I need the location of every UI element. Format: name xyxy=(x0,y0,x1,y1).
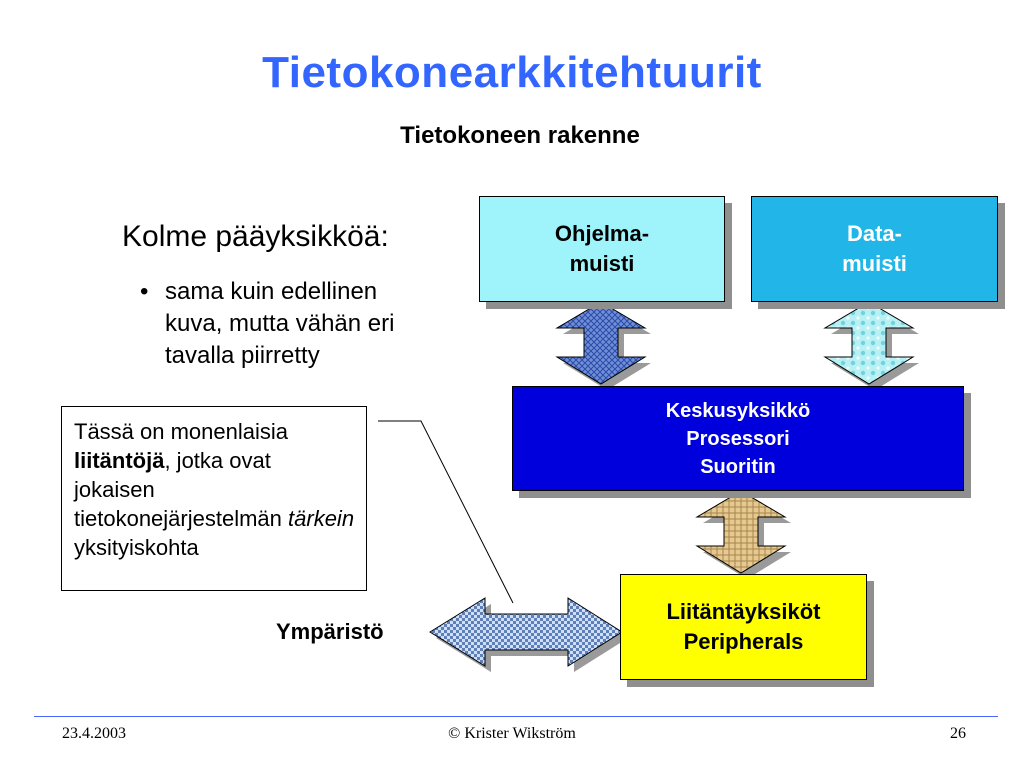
data-memory-label-1: Data- xyxy=(846,221,902,246)
footer-divider xyxy=(34,716,998,717)
program-memory-label-2: muisti xyxy=(569,251,635,276)
callout-text-1: Tässä on monenlaisia xyxy=(74,419,289,444)
callout-text-3: yksityiskohta xyxy=(74,535,199,560)
callout-box: Tässä on monenlaisia liitäntöjä, jotka o… xyxy=(61,406,367,591)
data-memory-cpu-arrow xyxy=(823,301,919,390)
footer-author: © Krister Wikström xyxy=(448,725,576,742)
footer-date: 23.4.2003 xyxy=(62,725,126,742)
peripherals-label-1: Liitäntäyksiköt xyxy=(666,599,821,624)
intro-bullet-text: sama kuin edellinen kuva, mutta vähän er… xyxy=(165,278,395,369)
callout-bold-text: liitäntöjä xyxy=(74,448,165,473)
cpu-label-2: Prosessori xyxy=(686,427,790,450)
program-memory-cpu-arrow xyxy=(555,301,651,390)
cpu-peripherals-arrow xyxy=(695,490,791,579)
cpu-box: Keskusyksikkö Prosessori Suoritin xyxy=(512,386,964,491)
program-memory-box: Ohjelma- muisti xyxy=(479,196,725,302)
intro-heading: Kolme pääyksikköä: xyxy=(122,220,389,253)
callout-italic-text: tärkein xyxy=(288,506,355,531)
bullet-marker: • xyxy=(140,278,149,305)
environment-peripherals-arrow xyxy=(429,597,628,672)
cpu-label-3: Suoritin xyxy=(700,455,776,478)
program-memory-label-1: Ohjelma- xyxy=(554,221,650,246)
peripherals-label-2: Peripherals xyxy=(683,629,804,654)
footer-page-number: 26 xyxy=(950,725,966,742)
environment-label: Ympäristö xyxy=(276,619,384,644)
data-memory-label-2: muisti xyxy=(842,251,907,276)
peripherals-box: Liitäntäyksiköt Peripherals xyxy=(620,574,867,680)
callout-pointer-line xyxy=(378,420,514,604)
cpu-label-1: Keskusyksikkö xyxy=(665,399,811,422)
slide-title: Tietokonearkkitehtuurit xyxy=(262,48,762,97)
callout-text-2: , jotka ovat jokaisen tietokonejärjestel… xyxy=(74,448,289,531)
data-memory-box: Data- muisti xyxy=(751,196,998,302)
slide-subtitle: Tietokoneen rakenne xyxy=(400,122,640,149)
